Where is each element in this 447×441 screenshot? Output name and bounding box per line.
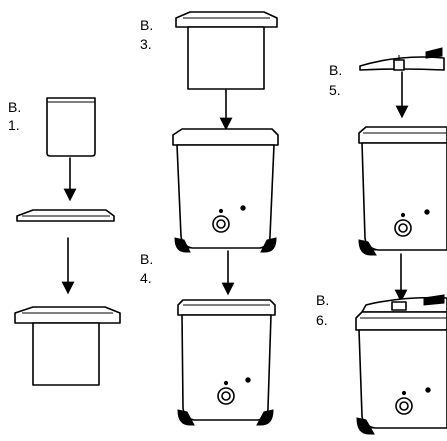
svg-text:B.: B. (316, 292, 329, 308)
svg-text:B.: B. (140, 251, 153, 267)
control-knob-icon (395, 387, 431, 415)
heater-base-b5 (358, 126, 447, 256)
svg-text:3.: 3. (140, 36, 152, 52)
step-label-b1: B. 1. (8, 99, 21, 133)
control-knob-icon (212, 205, 246, 233)
domed-lid-b5 (359, 47, 445, 71)
step-label-b6: B. 6. (316, 292, 329, 328)
svg-text:4.: 4. (140, 270, 152, 286)
pot-b1 (14, 306, 121, 386)
svg-text:6.: 6. (316, 312, 328, 328)
step-label-b3: B. 3. (140, 17, 153, 52)
heater-base-b4 (177, 299, 276, 426)
svg-text:B.: B. (140, 17, 153, 33)
heater-base-b3 (172, 128, 279, 253)
step-label-b4: B. 4. (140, 251, 153, 286)
pot-b3 (175, 11, 278, 90)
svg-text:B.: B. (329, 62, 342, 78)
svg-text:B.: B. (8, 99, 21, 115)
svg-text:1.: 1. (8, 117, 20, 133)
control-knob-icon (394, 209, 430, 237)
inner-pot-b1 (46, 97, 96, 157)
lid-b1 (16, 209, 115, 222)
step-label-b5: B. 5. (329, 62, 342, 98)
control-knob-icon (217, 377, 251, 405)
heater-base-b6 (355, 294, 447, 435)
svg-text:5.: 5. (329, 82, 341, 98)
